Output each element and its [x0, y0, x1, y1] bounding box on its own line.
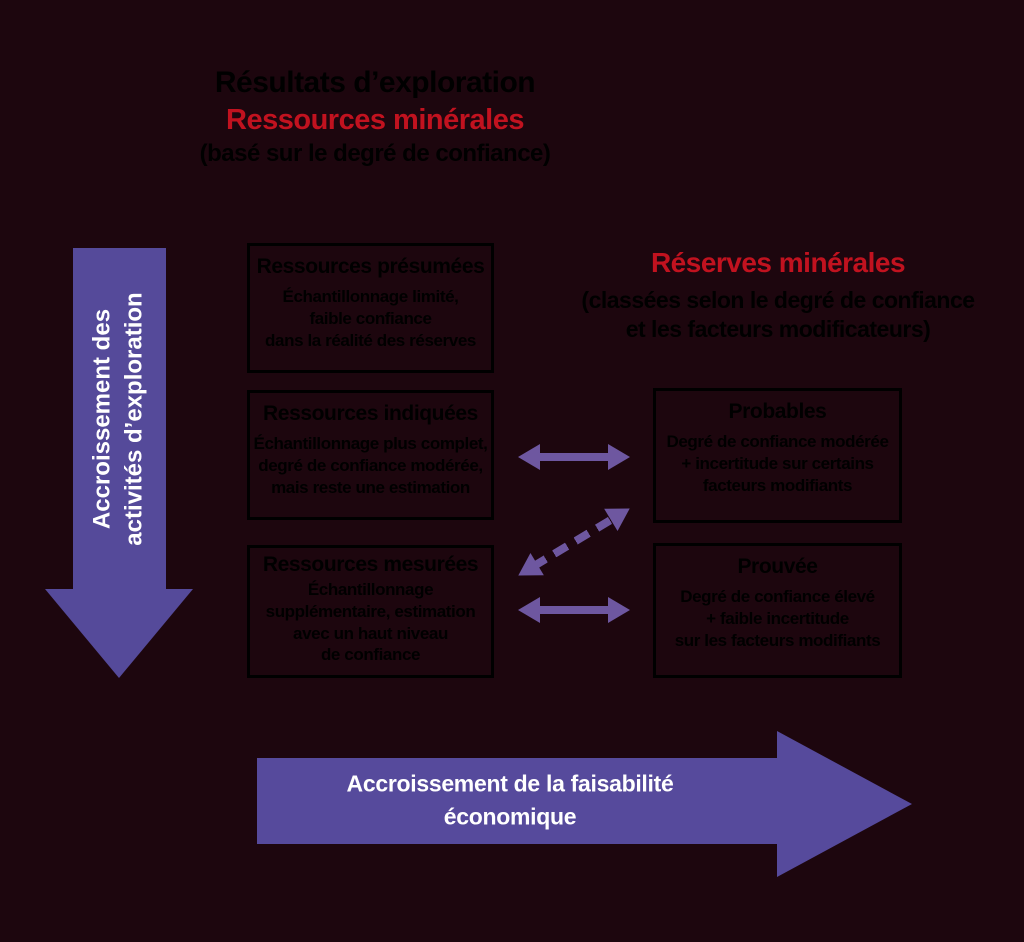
- mineral-reserves-header: Réserves minérales (classées selon le de…: [553, 247, 1003, 343]
- exploration-activity-label-line1: Accroissement des: [88, 308, 116, 530]
- box-body-line: Degré de confiance modérée: [666, 432, 889, 452]
- mineral-reserves-note-line2: et les facteurs modificateurs): [625, 315, 931, 342]
- arrowhead-left-icon: [518, 597, 540, 623]
- economic-feasibility-arrow-label: Accroissement de la faisabilité économiq…: [347, 768, 674, 835]
- arrow-shaft: [535, 606, 613, 614]
- box-body-line: facteurs modifiants: [702, 475, 853, 495]
- box-ressources-presumees: Ressources présumées Échantillonnage lim…: [247, 243, 494, 373]
- right-arrow-icon: [257, 758, 777, 844]
- mineral-reserves-note-line1: (classées selon le degré de confiance: [581, 286, 975, 313]
- double-arrow-mesurees-prouvee-icon: [518, 597, 630, 623]
- box-body-line: de confiance: [320, 645, 421, 665]
- arrowhead-right-icon: [604, 497, 637, 531]
- box-title: Ressources mesurées: [262, 553, 479, 576]
- box-ressources-indiquees: Ressources indiquées Échantillonnage plu…: [247, 390, 494, 520]
- box-body-line: + incertitude sur certains: [681, 453, 874, 473]
- box-body-line: Échantillonnage limité,: [282, 287, 459, 307]
- box-title: Probables: [728, 400, 827, 423]
- box-body-line: Degré de confiance élevé: [680, 587, 875, 607]
- exploration-activity-label-line2: activités d’exploration: [121, 292, 148, 546]
- box-body-line: Échantillonnage plus complet,: [253, 434, 488, 454]
- exploration-activity-arrow-label: Accroissement des activités d’exploratio…: [87, 292, 152, 545]
- down-arrow-head-icon: [45, 589, 193, 678]
- dashed-double-arrow-mesurees-probables-icon: [511, 497, 637, 587]
- box-body-line: faible confiance: [309, 308, 432, 328]
- box-body-line: + faible incertitude: [706, 608, 849, 628]
- exploration-results-title: Résultats d’exploration: [214, 66, 536, 99]
- arrowhead-right-icon: [608, 444, 630, 470]
- box-body: Échantillonnage supplémentaire, estimati…: [250, 579, 491, 666]
- dashed-arrow-shaft: [530, 513, 618, 571]
- box-title: Prouvée: [737, 555, 818, 578]
- box-title: Ressources présumées: [256, 255, 485, 278]
- box-reserves-probables: Probables Degré de confiance modérée + i…: [653, 388, 902, 523]
- box-body-line: mais reste une estimation: [271, 477, 470, 497]
- economic-feasibility-label-line1: Accroissement de la faisabilité: [346, 770, 674, 797]
- box-body-line: dans la réalité des réserves: [265, 330, 476, 350]
- box-body-line: degré de confiance modérée,: [258, 455, 483, 475]
- down-arrow-icon: [73, 248, 166, 590]
- box-body: Degré de confiance modérée + incertitude…: [656, 431, 899, 496]
- box-body-line: avec un haut niveau: [293, 623, 448, 643]
- arrowhead-right-icon: [608, 597, 630, 623]
- mineral-reserves-title: Réserves minérales: [650, 247, 906, 278]
- box-ressources-mesurees: Ressources mesurées Échantillonnage supp…: [247, 545, 494, 678]
- mineral-resources-title: Ressources minérales: [226, 103, 524, 136]
- box-body: Échantillonnage plus complet, degré de c…: [250, 433, 491, 498]
- box-body-line: Échantillonnage: [307, 580, 434, 600]
- exploration-results-header: Résultats d’exploration Ressources minér…: [150, 66, 600, 168]
- box-body-line: sur les facteurs modifiants: [674, 630, 881, 650]
- box-title: Ressources indiquées: [263, 402, 478, 425]
- box-body: Échantillonnage limité, faible confiance…: [250, 286, 491, 351]
- box-body: Degré de confiance élevé + faible incert…: [656, 586, 899, 651]
- arrowhead-left-icon: [518, 444, 540, 470]
- mineral-resources-note: (basé sur le degré de confiance): [199, 140, 551, 168]
- box-body-line: supplémentaire, estimation: [265, 601, 476, 621]
- double-arrow-indiquees-probables-icon: [518, 444, 630, 470]
- box-reserves-prouvee: Prouvée Degré de confiance élevé + faibl…: [653, 543, 902, 678]
- right-arrow-head-icon: [777, 731, 912, 877]
- arrow-shaft: [535, 453, 613, 461]
- economic-feasibility-label-line2: économique: [443, 804, 577, 830]
